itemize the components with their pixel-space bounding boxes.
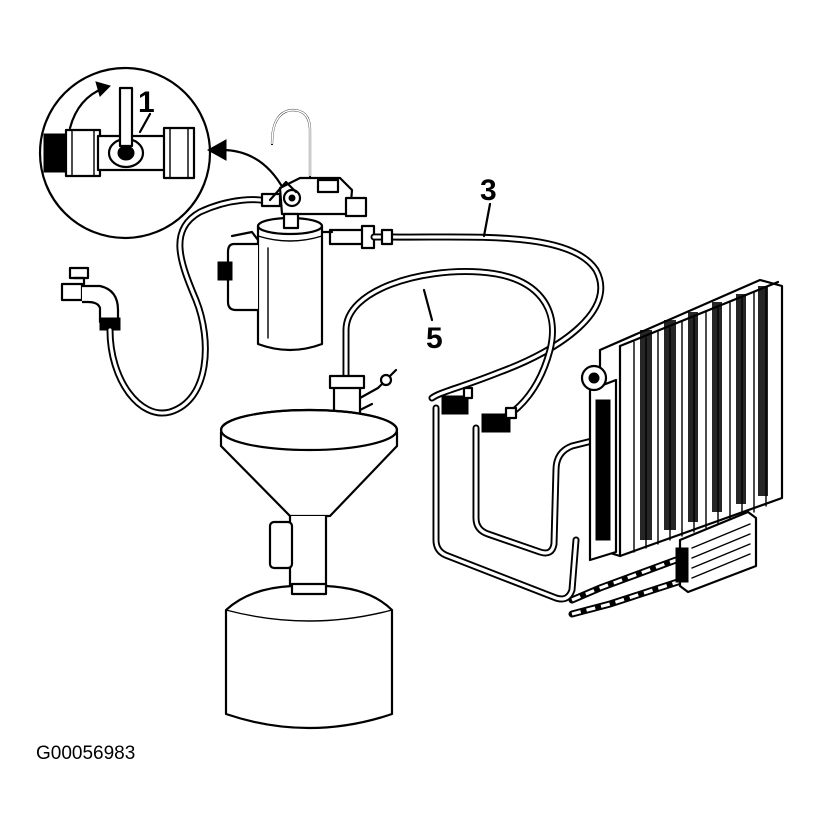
heater-core: [675, 510, 758, 594]
water-tap: [60, 266, 121, 331]
flush-tool-canister: [217, 108, 376, 352]
engine-connectors: [432, 386, 600, 603]
radiator: [580, 278, 784, 562]
water-supply-hose: [106, 196, 274, 417]
callout-1-leader: [138, 112, 152, 134]
hidden-pipes: [568, 556, 694, 618]
hose-5: [342, 268, 556, 424]
figure-id: G00056983: [36, 743, 135, 764]
callout-5-leader: [422, 288, 434, 322]
drain-container: [224, 582, 394, 730]
callout-5: 5: [426, 322, 443, 355]
callout-3-leader: [482, 202, 492, 238]
drain-funnel: [219, 368, 399, 592]
callout-3: 3: [480, 174, 497, 207]
valve-detail-inset: [38, 66, 212, 240]
hose-3: [370, 228, 605, 402]
callout-1: 1: [138, 86, 155, 119]
detail-pointer-arrow: [206, 139, 286, 192]
